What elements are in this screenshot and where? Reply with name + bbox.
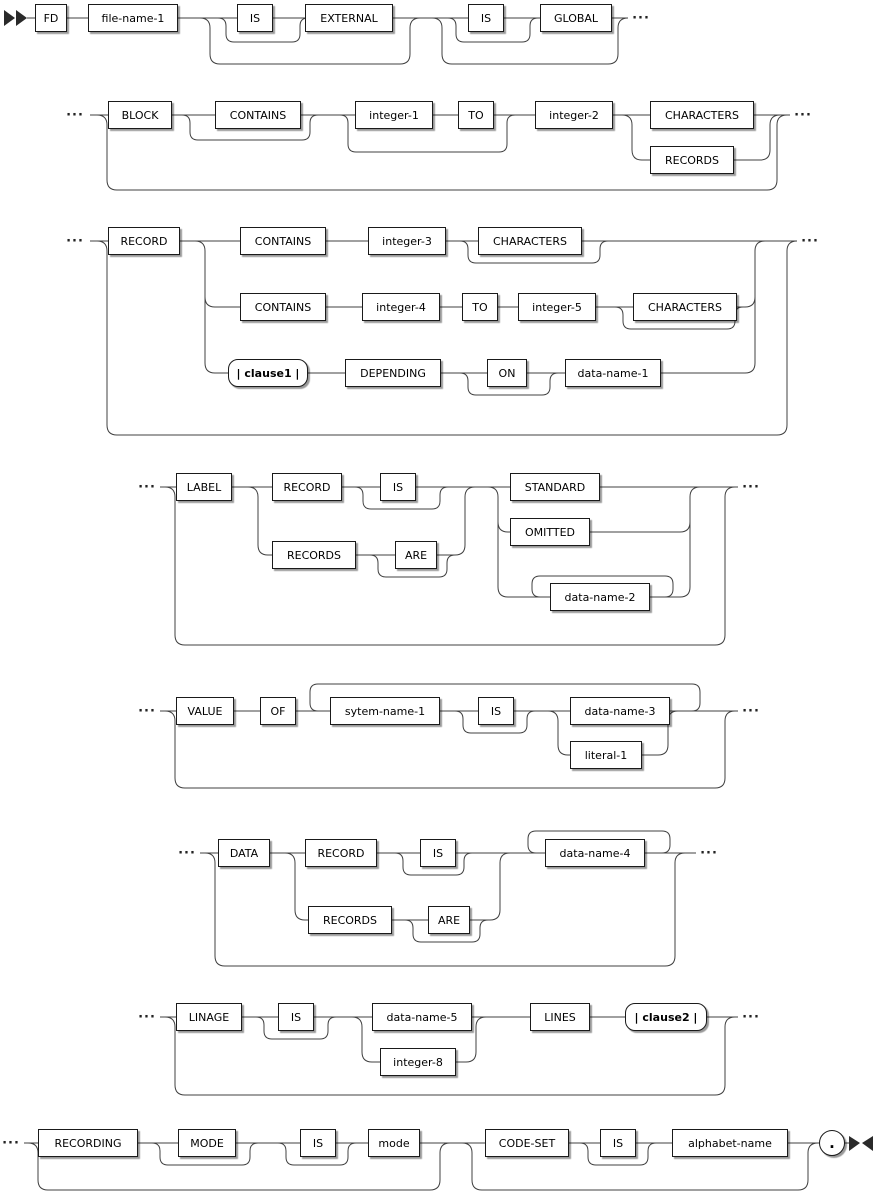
node-mode-keyword: MODE	[178, 1129, 236, 1157]
node-integer-8: integer-8	[380, 1048, 456, 1076]
diagram-end-icon	[849, 1136, 873, 1151]
continuation-dots: ···	[794, 107, 812, 123]
node-record: RECORD	[108, 227, 180, 255]
node-data-record: RECORD	[305, 839, 377, 867]
continuation-dots: ···	[138, 479, 156, 495]
node-data-name-4: data-name-4	[545, 839, 645, 867]
continuation-dots: ···	[178, 845, 196, 861]
node-label-records: RECORDS	[272, 541, 356, 569]
node-omitted: OMITTED	[510, 518, 590, 546]
node-data-records: RECORDS	[308, 906, 392, 934]
node-value: VALUE	[176, 697, 234, 725]
node-fd: FD	[35, 4, 67, 32]
node-record-contains-2: CONTAINS	[240, 293, 326, 321]
node-code-set: CODE-SET	[485, 1129, 569, 1157]
node-code-set-is: IS	[600, 1129, 636, 1157]
continuation-dots: ···	[66, 233, 84, 249]
node-depending: DEPENDING	[345, 359, 441, 387]
node-integer-1: integer-1	[355, 101, 433, 129]
node-is-external: IS	[237, 4, 273, 32]
continuation-dots: ···	[742, 1009, 760, 1025]
node-data-are: ARE	[428, 906, 470, 934]
node-value-is: IS	[478, 697, 514, 725]
node-block-characters: CHARACTERS	[650, 101, 754, 129]
node-mode-variable: mode	[368, 1129, 420, 1157]
row4-tracks	[160, 486, 738, 646]
node-label-is: IS	[380, 473, 416, 501]
node-label-are: ARE	[395, 541, 437, 569]
node-alphabet-name: alphabet-name	[672, 1129, 788, 1157]
node-label: LABEL	[176, 473, 232, 501]
node-sytem-name-1: sytem-name-1	[330, 697, 440, 725]
node-block-contains: CONTAINS	[215, 101, 301, 129]
diagram-start-icon	[4, 10, 27, 26]
continuation-dots: ···	[700, 845, 718, 861]
node-of: OF	[260, 697, 296, 725]
node-file-name-1: file-name-1	[88, 4, 178, 32]
node-standard: STANDARD	[510, 473, 600, 501]
continuation-dots: ···	[742, 479, 760, 495]
node-linage-is: IS	[278, 1003, 314, 1031]
node-recording: RECORDING	[38, 1129, 138, 1157]
node-record-to: TO	[462, 293, 498, 321]
node-integer-5: integer-5	[518, 293, 596, 321]
continuation-dots: ···	[2, 1135, 20, 1151]
continuation-dots: ···	[742, 703, 760, 719]
continuation-dots: ···	[632, 10, 650, 26]
node-data-name-5: data-name-5	[372, 1003, 472, 1031]
node-lines: LINES	[530, 1003, 590, 1031]
node-is-global: IS	[468, 4, 504, 32]
node-recording-is: IS	[300, 1129, 336, 1157]
node-data-is: IS	[420, 839, 456, 867]
node-record-characters-1: CHARACTERS	[478, 227, 582, 255]
node-block-records: RECORDS	[650, 146, 734, 174]
node-integer-4: integer-4	[362, 293, 440, 321]
node-record-contains-1: CONTAINS	[240, 227, 326, 255]
node-data: DATA	[218, 839, 270, 867]
node-label-record: RECORD	[272, 473, 342, 501]
node-clause2-link[interactable]: | clause2 |	[625, 1003, 707, 1031]
node-on: ON	[487, 359, 527, 387]
node-clause1-link[interactable]: | clause1 |	[228, 359, 308, 387]
node-data-name-2: data-name-2	[550, 583, 650, 611]
continuation-dots: ···	[66, 107, 84, 123]
node-block-to: TO	[458, 101, 494, 129]
node-integer-2: integer-2	[535, 101, 613, 129]
node-data-name-1: data-name-1	[565, 359, 661, 387]
continuation-dots: ···	[138, 1009, 156, 1025]
node-period: .	[819, 1130, 845, 1156]
row3-tracks	[90, 240, 798, 436]
node-literal-1: literal-1	[570, 741, 642, 769]
node-linage: LINAGE	[176, 1003, 242, 1031]
continuation-dots: ···	[801, 233, 819, 249]
node-record-characters-2: CHARACTERS	[633, 293, 737, 321]
node-data-name-3: data-name-3	[570, 697, 670, 725]
node-block: BLOCK	[108, 101, 172, 129]
node-external: EXTERNAL	[305, 4, 393, 32]
node-global: GLOBAL	[540, 4, 612, 32]
continuation-dots: ···	[138, 703, 156, 719]
node-integer-3: integer-3	[368, 227, 446, 255]
